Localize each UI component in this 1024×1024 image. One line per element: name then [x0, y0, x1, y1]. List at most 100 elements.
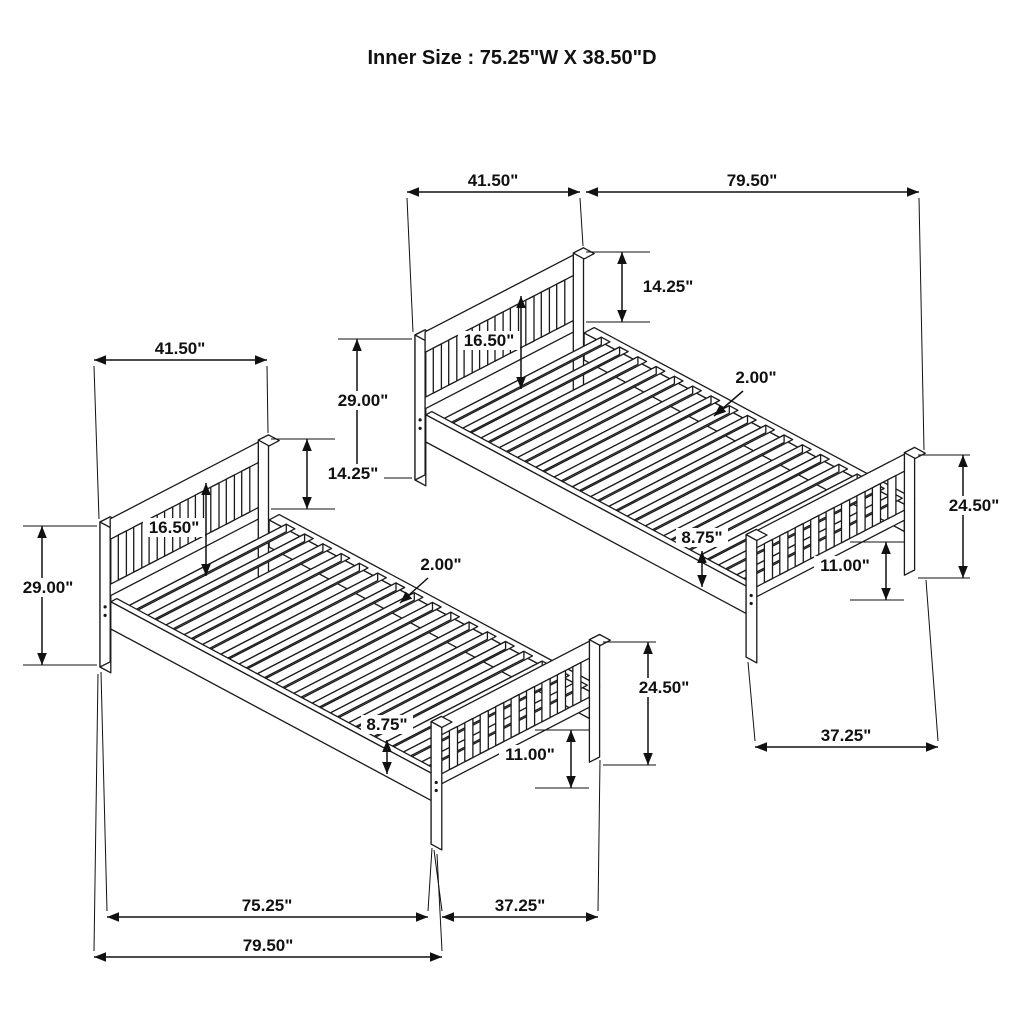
bed-part: [257, 434, 280, 447]
bed-part: [210, 482, 220, 533]
extension-lines: [23, 197, 970, 952]
bed-part: [887, 474, 897, 520]
bolt-hole: [103, 613, 107, 618]
dim-upper-floor-to-rail: 11.00": [820, 556, 870, 575]
dim-upper-overall-length: 79.50": [727, 171, 778, 190]
diagram-title: Inner Size : 75.25"W X 38.50"D: [367, 47, 656, 69]
dim-lower-top-to-rail: 14.25": [328, 464, 379, 483]
bed-part: [856, 490, 866, 536]
dim-lower-rail-bottom: 8.75": [366, 715, 407, 734]
dim-upper-rail-bottom: 8.75": [681, 528, 722, 547]
dim-lower-footboard-width: 37.25": [495, 896, 546, 915]
bed-part: [525, 295, 535, 346]
extension-line: [925, 579, 939, 742]
extension-line: [93, 365, 100, 520]
label-bg: [814, 556, 876, 575]
dim-upper-footboard-height: 24.50": [949, 496, 1000, 515]
label-bg: [458, 331, 520, 350]
bolt-hole: [434, 780, 438, 785]
bed-part: [430, 715, 453, 729]
dim-lower-headboard-height: 29.00": [23, 578, 74, 597]
bed-part: [99, 516, 111, 668]
label-bg: [637, 277, 699, 296]
dim-upper-panel-height: 16.50": [464, 331, 515, 350]
dim-upper-footboard-width: 37.25": [821, 726, 872, 745]
bolt-hole: [434, 788, 438, 793]
label-bg: [143, 518, 205, 537]
dimension-labels: 41.50" 79.50" 14.25" 16.50" 29.00" 2.00"…: [17, 171, 1005, 955]
bed-part: [479, 709, 489, 755]
bed-part: [133, 522, 143, 573]
bed-part: [556, 279, 566, 330]
bed-part: [432, 343, 443, 394]
bolt-hole: [103, 605, 107, 609]
bed-part: [556, 669, 567, 715]
label-bg: [943, 496, 1005, 515]
bolt-hole: [418, 418, 422, 422]
bolt-hole: [749, 601, 753, 606]
bed-part: [745, 533, 758, 664]
bed-part: [825, 506, 835, 552]
label-bg: [676, 528, 728, 547]
extension-line: [597, 759, 601, 912]
dim-lower-inner-length: 75.25": [242, 896, 293, 915]
bed-part: [588, 633, 611, 647]
dim-upper-headboard-height: 29.00": [338, 391, 389, 410]
label-bg: [17, 578, 79, 597]
dim-lower-slat-thickness: 2.00": [420, 555, 461, 574]
bed-part: [241, 466, 251, 517]
bed-part: [448, 725, 459, 771]
bed-part: [430, 720, 443, 851]
bed-part: [414, 329, 426, 481]
bed-part: [572, 247, 595, 260]
bed-part: [525, 685, 536, 731]
bed-part: [763, 538, 774, 584]
extension-line: [579, 197, 584, 247]
bolt-hole: [418, 426, 422, 430]
extension-line: [436, 853, 443, 952]
dim-upper-top-to-rail: 14.25": [643, 277, 694, 296]
extension-line: [918, 197, 925, 451]
bed-part: [495, 701, 505, 747]
dim-lower-headboard-width: 41.50": [155, 339, 206, 358]
bed-part: [510, 693, 520, 739]
bed-part: [225, 474, 236, 525]
bed-upper-drawing: [414, 247, 926, 664]
bolt-hole: [749, 593, 753, 598]
bed-part: [903, 446, 926, 460]
label-bg: [415, 555, 467, 574]
bed-part: [794, 522, 804, 568]
bed-part: [745, 528, 768, 542]
dim-upper-headboard-width: 41.50": [468, 171, 519, 190]
extension-line: [747, 661, 756, 742]
label-bg: [322, 464, 384, 483]
extension-line: [266, 365, 269, 434]
bed-lower-drawing: [99, 434, 611, 851]
label-bg: [730, 368, 782, 387]
bed-part: [541, 677, 551, 723]
label-bg: [361, 715, 413, 734]
bed-part: [588, 633, 601, 763]
extension-line: [100, 671, 108, 912]
extension-line: [427, 847, 433, 912]
bed-part: [903, 446, 916, 576]
dim-lower-overall-length: 79.50": [243, 936, 294, 955]
extension-line: [406, 197, 414, 333]
label-bg: [633, 678, 695, 697]
bed-part: [840, 498, 851, 544]
dim-lower-footboard-height: 24.50": [639, 678, 690, 697]
leader-lower-slat-thickness: [399, 577, 429, 604]
extension-line: [93, 673, 99, 952]
bed-part: [117, 530, 128, 581]
bed-part: [109, 441, 259, 540]
bed-part: [424, 254, 574, 353]
label-bg: [332, 391, 394, 410]
dim-upper-slat-thickness: 2.00": [735, 368, 776, 387]
bed-part: [448, 335, 458, 386]
bed-part: [572, 661, 582, 707]
bed-part: [540, 287, 551, 338]
bed-part: [810, 514, 820, 560]
dim-lower-floor-to-rail: 11.00": [505, 745, 555, 764]
